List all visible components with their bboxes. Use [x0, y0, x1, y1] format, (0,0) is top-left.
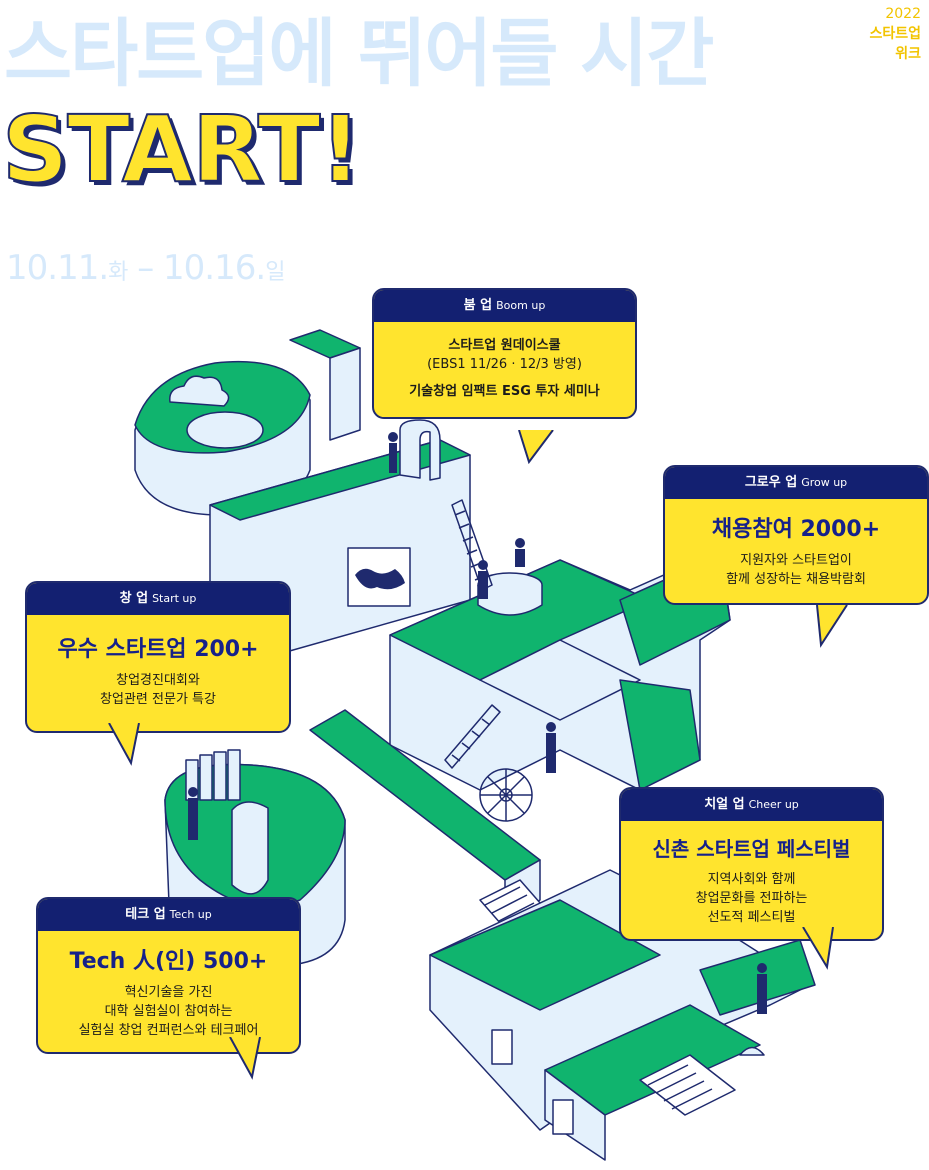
event-brand-tag: 2022 스타트업 위크: [869, 4, 921, 64]
cheer-up-card-pointer: [802, 927, 834, 970]
cheer-up-line-1: 지역사회와 함께: [707, 872, 796, 887]
tech-up-card-pointer: [229, 1037, 261, 1080]
boom-up-card-pointer: [518, 430, 554, 464]
start-up-line-1: 창업경진대회와: [116, 673, 200, 688]
date-end-day: 일: [265, 260, 285, 285]
grow-up-title-en: Grow up: [801, 476, 848, 489]
grow-up-line-2: 함께 성장하는 채용박람회: [726, 572, 866, 587]
date-separator: –: [127, 248, 164, 288]
start-up-card-pointer: [108, 723, 140, 766]
hero-title: 스타트업에 뛰어들 시간: [4, 11, 714, 97]
event-dates: 10.11.화 – 10.16.일: [6, 248, 285, 288]
date-start-day: 화: [108, 260, 128, 285]
event-name-line-2: 위크: [895, 46, 921, 62]
grow-up-highlight: 채용참여 2000+: [711, 517, 881, 542]
tech-up-highlight: Tech 人(인) 500+: [69, 949, 268, 974]
cheer-up-highlight: 신촌 스타트업 페스티벌: [652, 837, 851, 861]
start-up-highlight: 우수 스타트업 200+: [57, 637, 259, 662]
tech-up-line-3: 실험실 창업 컨퍼런스와 테크페어: [78, 1023, 259, 1038]
date-end: 10.16.: [163, 248, 266, 288]
grow-up-title: 그로우 업: [744, 475, 798, 490]
boom-up-title: 붐 업: [463, 298, 493, 313]
start-headline: START!: [1, 95, 362, 204]
tech-up-line-1: 혁신기술을 가진: [124, 985, 213, 1000]
tech-up-title: 테크 업: [125, 907, 166, 922]
cheer-up-line-2: 창업문화를 전파하는: [695, 891, 808, 906]
cheer-up-title: 치얼 업: [704, 797, 745, 812]
tech-up-line-2: 대학 실험실이 참여하는: [104, 1004, 233, 1019]
start-up-title: 창 업: [119, 591, 149, 606]
tech-up-title-en: Tech up: [169, 908, 212, 921]
boom-up-line-3: 기술창업 임팩트 ESG 투자 세미나: [409, 384, 600, 399]
event-name-line-1: 스타트업: [869, 26, 921, 42]
start-up-title-en: Start up: [152, 592, 197, 605]
date-start: 10.11.: [6, 248, 109, 288]
cheer-up-title-en: Cheer up: [748, 798, 799, 811]
cheer-up-line-3: 선도적 페스티벌: [707, 910, 796, 925]
boom-up-line-1: 스타트업 원데이스쿨: [448, 338, 561, 353]
grow-up-card-pointer: [816, 605, 848, 648]
event-year: 2022: [885, 6, 921, 22]
boom-up-line-2: (EBS1 11/26 · 12/3 방영): [427, 357, 582, 372]
start-up-line-2: 창업관련 전문가 특강: [100, 692, 216, 707]
boom-up-title-en: Boom up: [496, 299, 546, 312]
grow-up-line-1: 지원자와 스타트업이: [740, 553, 852, 568]
